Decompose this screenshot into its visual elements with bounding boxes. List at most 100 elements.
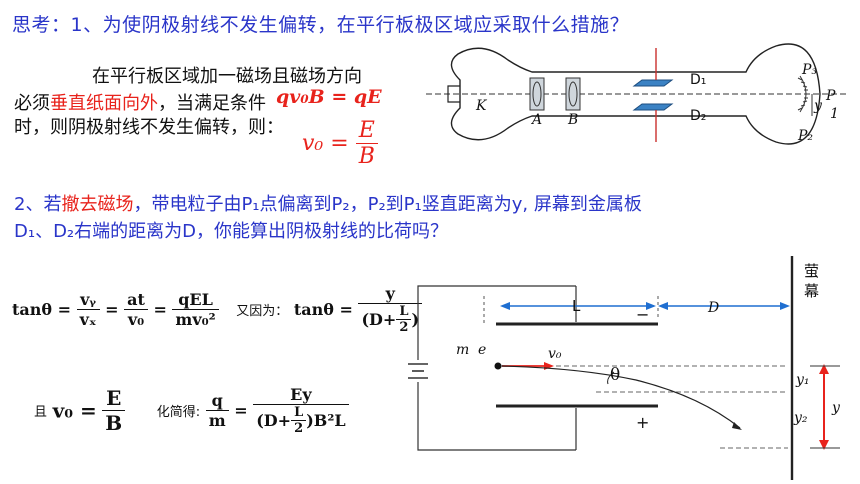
label-b: B [567,112,578,128]
label-p1-sub: 1 [830,106,839,122]
den-suffix: ) [411,310,420,329]
label-d2: D₂ [690,108,706,124]
question-2-highlight: 撤去磁场 [61,194,134,215]
two-den: 2 [399,320,409,335]
answer-line-1: 在平行板区域加一磁场且磁场方向 [92,66,362,87]
label-screen-top: 萤 [804,262,819,280]
label-p3: P₃ [801,62,817,78]
v0-result-denominator: B [358,144,375,169]
cathode-ray-tube-diagram: K A B D₁ D₂ P₃ P 1 y P₂ [426,43,848,145]
label-theta: θ [610,365,620,385]
label-y1: y₁ [795,372,810,388]
distance-d-arrow-left [658,302,668,310]
at: at [124,290,148,310]
label-y2: y₂ [793,410,808,426]
label-p2: P₂ [797,128,813,144]
result-l-num: L [291,405,307,421]
label-m: m [456,342,469,358]
question-1: 思考：1、为使阴极射线不发生偏转，在平行板极区域应采取什么措施？ [12,14,630,36]
theta-arc [607,371,615,385]
label-plus: + [636,413,649,432]
electron-dot [494,362,502,370]
tan-lhs: tanθ = [12,300,72,319]
q-num: q [205,391,229,411]
also-label: 又因为： [236,304,289,319]
qel: qEL [172,290,219,310]
answer-direction-highlight: 垂直纸面向外 [50,93,158,114]
plate-d2 [632,103,674,111]
y-bracket-top [819,364,829,374]
v0-result-fraction: E B [355,118,378,169]
answer-line-3: 时，则阴极射线不发生偏转，则： [14,117,284,138]
label-k: K [475,98,488,114]
label-d1: D₁ [690,72,706,88]
b-den: B [105,411,123,435]
v0-den: v₀ [127,310,145,329]
ey-num: Ey [253,385,349,405]
m-den: m [208,411,226,430]
question-2-rest: ，带电粒子由P₁点偏离到P₂，P₂到P₁竖直距离为y, 屏幕到金属板 [133,194,642,215]
y-bracket-bottom [819,440,829,450]
balance-condition: qv₀B = qE [276,86,382,108]
label-v0: v₀ [548,346,562,362]
trajectory-curve [501,365,741,429]
question-2-prefix: 2、若 [14,194,62,215]
result-den-suffix: )B²L [306,411,346,430]
label-y: y [831,400,841,416]
answer-line-2: 必须垂直纸面向外，当满足条件 [14,89,266,115]
v0-result-numerator: E [355,118,378,144]
simplify-label: 化简得: [156,405,201,420]
label-p1: P [825,88,836,104]
label-minus: − [636,305,649,324]
qie-label: 且 [34,405,48,420]
v0-result-lhs: v₀ = [302,131,349,156]
l-num: L [396,304,412,320]
anode-b-ring [568,81,578,107]
anode-b [565,77,581,111]
length-l-arrow-right [646,302,656,310]
distance-d-arrow-right [780,302,790,310]
result-den-prefix: (D+ [256,411,292,430]
label-y-small: y [813,98,823,114]
length-l-arrow-left [500,302,510,310]
vy: vᵧ [76,290,100,310]
screen-ticks [797,77,808,111]
anode-a [529,77,545,111]
mv02: mv₀² [175,310,216,329]
question-2-line-2: D₁、D₂右端的距离为D，你能算出阴极射线的比荷吗？ [14,221,449,242]
e-num: E [102,386,126,411]
label-l: L [572,297,581,315]
answer-line-2-prefix: 必须 [14,93,50,114]
den-prefix: (D+ [361,310,397,329]
plate-d1 [632,79,674,87]
anode-a-ring [532,81,542,107]
vx: vₓ [79,310,97,329]
label-d: D [707,300,719,316]
label-screen-bottom: 幕 [804,282,819,300]
deflection-diagram: L D − + m e v₀ θ 萤 幕 y₁ y₂ y [406,256,841,480]
answer-line-2-mid: ，当满足条件 [158,93,266,114]
result-two-den: 2 [294,421,304,436]
v0-eq: v₀ = [52,398,97,423]
tube-glass-outline [450,43,821,145]
label-e: e [478,342,486,358]
tan2-lhs: tanθ = [293,300,353,319]
cathode-terminal [447,85,460,103]
trajectory-arrowhead [732,422,742,430]
y-num: y [358,284,423,304]
label-a: A [530,112,542,128]
question-2-line-1: 2、若撤去磁场，带电粒子由P₁点偏离到P₂，P₂到P₁竖直距离为y, 屏幕到金属… [14,190,642,216]
v0-result: v₀ = E B [302,118,378,169]
